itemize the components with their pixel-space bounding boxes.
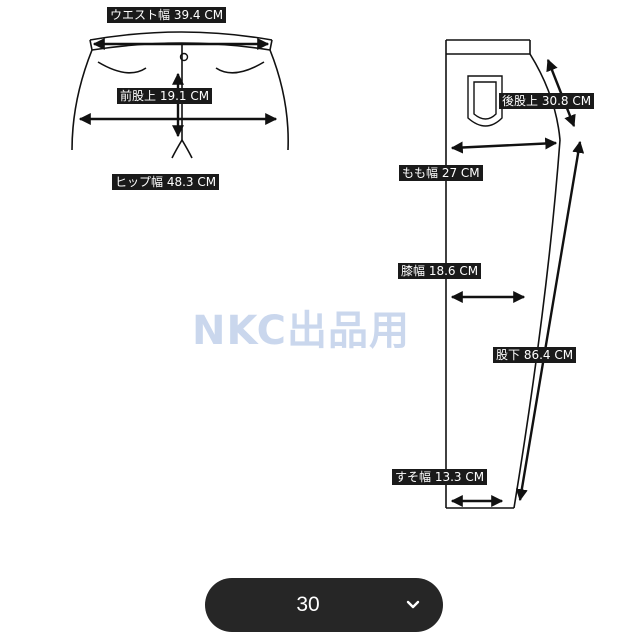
- thigh-arrow: [450, 137, 558, 154]
- inseam-label: 股下 86.4 CM: [493, 347, 577, 363]
- thigh-label: もも幅 27 CM: [399, 165, 483, 181]
- size-select-value: 30: [296, 593, 320, 616]
- back-rise-label: 後股上 30.8 CM: [499, 93, 595, 109]
- knee-label: 膝幅 18.6 CM: [398, 263, 482, 279]
- back-pocket: [467, 75, 503, 127]
- inseam-arrow: [515, 140, 585, 502]
- size-select[interactable]: 30: [205, 578, 443, 632]
- front-rise-label: 前股上 19.1 CM: [117, 88, 213, 104]
- button-icon: [179, 52, 189, 62]
- chevron-down-icon: [406, 600, 420, 609]
- hem-label: すそ幅 13.3 CM: [392, 469, 488, 485]
- hip-label: ヒップ幅 48.3 CM: [112, 174, 220, 190]
- waist-label: ウエスト幅 39.4 CM: [107, 7, 227, 23]
- watermark: NKC出品用: [192, 308, 411, 354]
